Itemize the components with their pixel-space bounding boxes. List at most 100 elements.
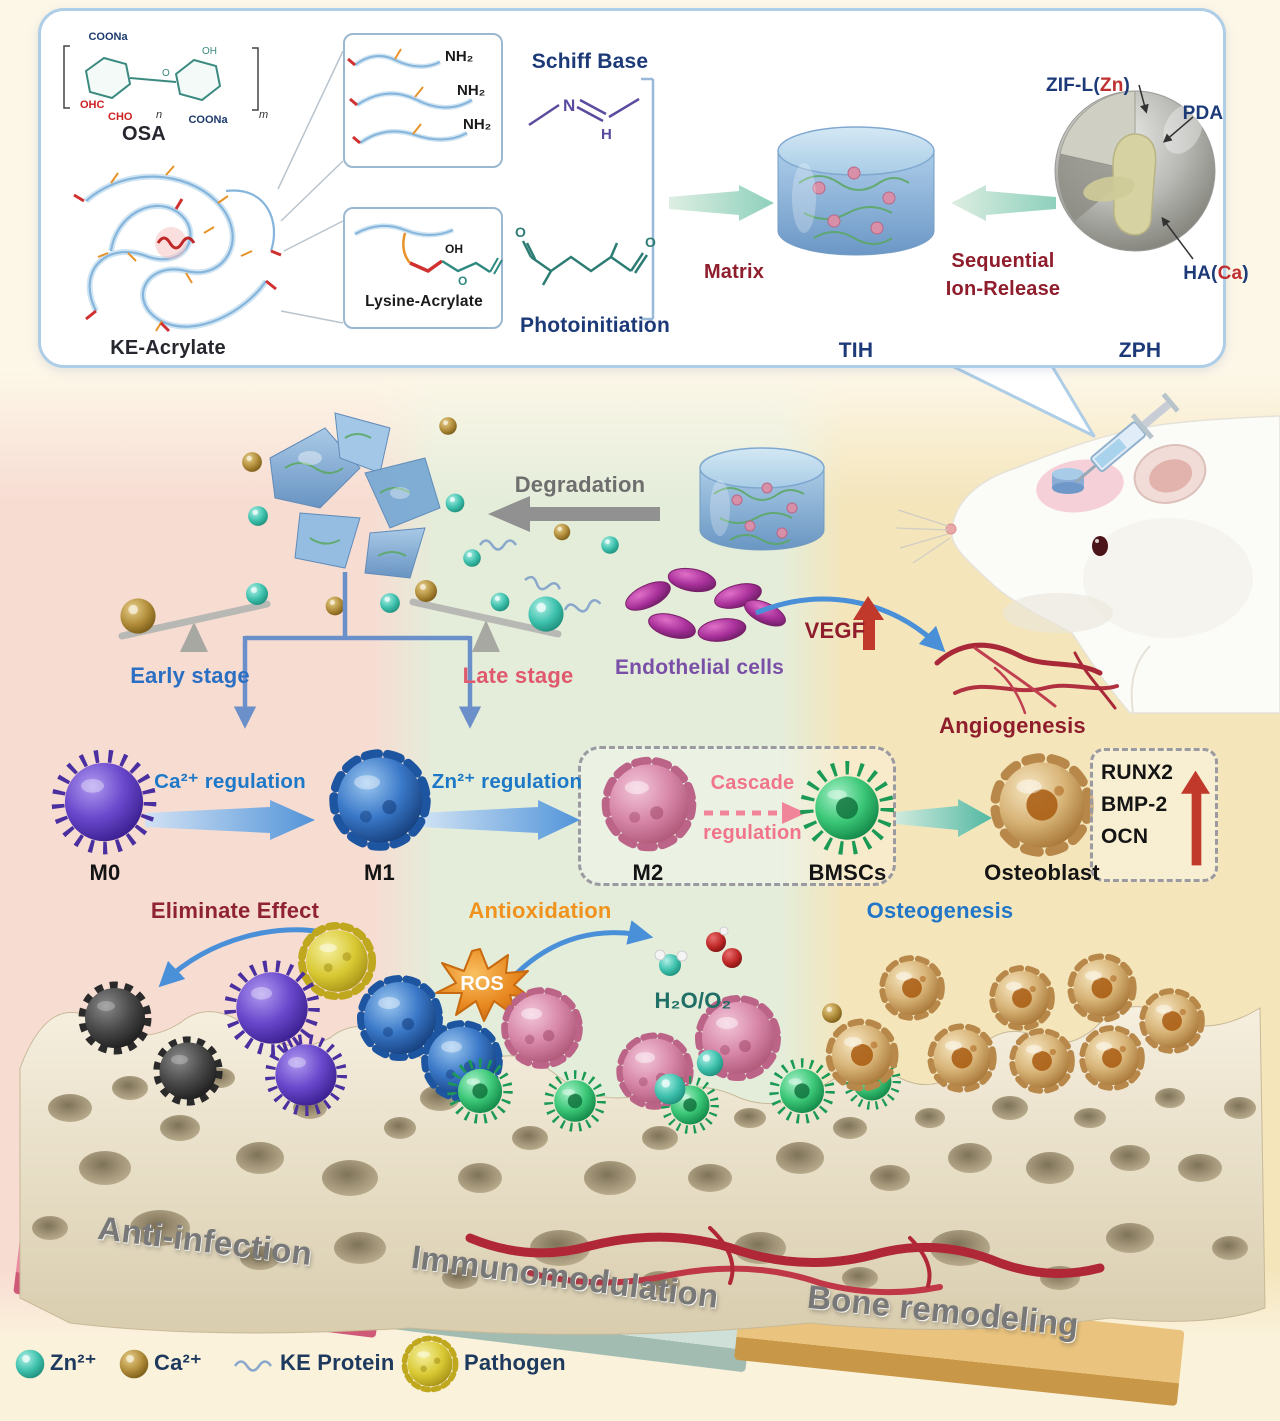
endothelial-cells (625, 567, 786, 642)
syringe-icon (1075, 392, 1180, 484)
osteoblast-label: Osteoblast (984, 860, 1100, 885)
ke-protein-helix (156, 236, 196, 250)
early-stage-label: Early stage (130, 663, 250, 688)
implant-hydrogel (699, 447, 825, 551)
seesaw-early-stage (118, 583, 271, 652)
photoinitiation-label: Photoinitiation (520, 314, 670, 337)
oh-lysine-label: OH (445, 242, 463, 256)
osteoblast-on-scaffold (1082, 1028, 1141, 1087)
synthesis-panel: COONa COONa OHC CHO OH O n m (38, 8, 1249, 368)
vegf-label: VEGF (804, 618, 866, 643)
mouse-paw (1130, 645, 1151, 714)
gene-runx2: RUNX2 (1101, 761, 1174, 784)
o-lysine-label: O (458, 274, 467, 288)
matrix-label: Matrix (703, 261, 765, 283)
ke-acrylate-tangle (73, 165, 282, 333)
schiff-base-structure: N H (528, 96, 640, 143)
cascade-label-line1: Cascade (710, 772, 795, 794)
mouse-ear (1133, 444, 1207, 504)
matrix-arrow (669, 185, 774, 221)
vegf-up-arrow (853, 596, 884, 650)
imine-n-atom: N (563, 96, 575, 115)
ke-protein-legend-icon (233, 1360, 273, 1372)
degradation-arrow (488, 496, 660, 532)
zif-l-label-post: ) (1123, 75, 1131, 96)
angiogenesis-arrow (755, 596, 946, 653)
zif-l-label: ZIF-L(Zn) (1003, 75, 1173, 97)
osteoblast-on-scaffold (1071, 957, 1134, 1020)
ha-label-ca: Ca (1217, 263, 1243, 284)
cho-label: CHO (108, 111, 133, 123)
ke-protein-legend-label: KE Protein (280, 1350, 395, 1375)
zn-regulation-label: Zn²⁺ regulation (431, 770, 583, 793)
m0-label: M0 (89, 860, 121, 885)
zn-legend-label: Zn²⁺ (50, 1350, 97, 1375)
zph-sphere (1054, 84, 1216, 260)
osa-structure: COONa COONa OHC CHO OH O n m (63, 31, 268, 126)
imine-h-atom: H (601, 126, 612, 143)
osteoblast-on-scaffold (931, 1027, 994, 1090)
eliminate-effect-arrow (158, 927, 323, 988)
nh2-label-3: NH₂ (463, 116, 491, 133)
mouse-eye (1092, 536, 1108, 556)
bmsc-on-scaffold (774, 1063, 830, 1119)
dead-pathogen (157, 1040, 220, 1103)
ca-legend-icon (119, 1349, 149, 1379)
gene-bmp2: BMP-2 (1101, 793, 1168, 816)
pathogen-legend-label: Pathogen (464, 1350, 566, 1375)
endothelial-cells-label: Endothelial cells (614, 656, 785, 679)
panel-tail (951, 364, 1096, 438)
zif-l-label-zn: Zn (1099, 75, 1124, 96)
m2-label: M2 (632, 860, 664, 885)
ha-label-pre: HA( (1183, 263, 1218, 284)
panel-connectors (277, 50, 655, 324)
mouse-illustration (895, 392, 1280, 714)
ca-legend-label: Ca²⁺ (154, 1350, 202, 1375)
eliminate-effect-label: Eliminate Effect (150, 898, 320, 923)
antioxidation-arrow (514, 920, 654, 976)
osteoblast-on-scaffold (1012, 1031, 1071, 1090)
ohc-label: OHC (80, 99, 105, 111)
bmscs-label: BMSCs (808, 860, 887, 885)
pi-o-right: O (645, 234, 656, 250)
osteogenesis-arrow (896, 799, 992, 837)
stage-branch-arrows (233, 572, 482, 729)
oh-ring-label: OH (202, 46, 217, 57)
subscript-m: m (259, 109, 268, 121)
ha-label: HA(Ca) (1146, 263, 1280, 285)
zn-sphere-small (246, 583, 268, 605)
osteoblast-on-scaffold (882, 958, 941, 1017)
water-oxygen-molecules (654, 926, 742, 976)
angiogenesis-label: Angiogenesis (939, 713, 1086, 738)
scaffold-cell-layer (10, 893, 1272, 1163)
sequential-label-line1: Sequential (951, 250, 1055, 272)
cascade-label-line2: regulation (703, 822, 802, 844)
schiff-base-label: Schiff Base (531, 50, 649, 73)
gene-ocn: OCN (1101, 825, 1149, 848)
o-ring-label: O (162, 68, 170, 79)
group-bracket (641, 77, 655, 321)
ros-burst: ROS (435, 948, 531, 1022)
tih-label: TIH (838, 339, 874, 362)
zn-sphere-large (528, 596, 564, 632)
gene-up-arrow (1181, 770, 1211, 866)
implanted-hydrogel (1052, 468, 1084, 494)
m0-cell (42, 746, 167, 864)
ion-release-arrow (951, 185, 1056, 221)
amine-inset-box: NH₂ NH₂ NH₂ (343, 33, 503, 168)
h2o-o2-label: H₂O/O₂ (654, 988, 732, 1013)
ros-label: ROS (460, 973, 503, 995)
ca-regulation-arrow (145, 800, 315, 840)
bmsc-on-scaffold (549, 1075, 602, 1128)
lysine-inset-box: OH O (343, 207, 503, 329)
osteoblast-cell (980, 748, 1104, 866)
ca-regulation-label: Ca²⁺ regulation (154, 770, 306, 793)
cascade-regulation-arrow (704, 802, 806, 824)
degraded-hydrogel-fragments (242, 412, 481, 616)
dead-pathogen (82, 985, 148, 1051)
osteoblast-on-scaffold (1142, 991, 1201, 1050)
lysine-acrylate-label: Lysine-Acrylate (365, 293, 483, 310)
m2-on-scaffold (505, 991, 579, 1065)
m2-cell (590, 750, 708, 862)
